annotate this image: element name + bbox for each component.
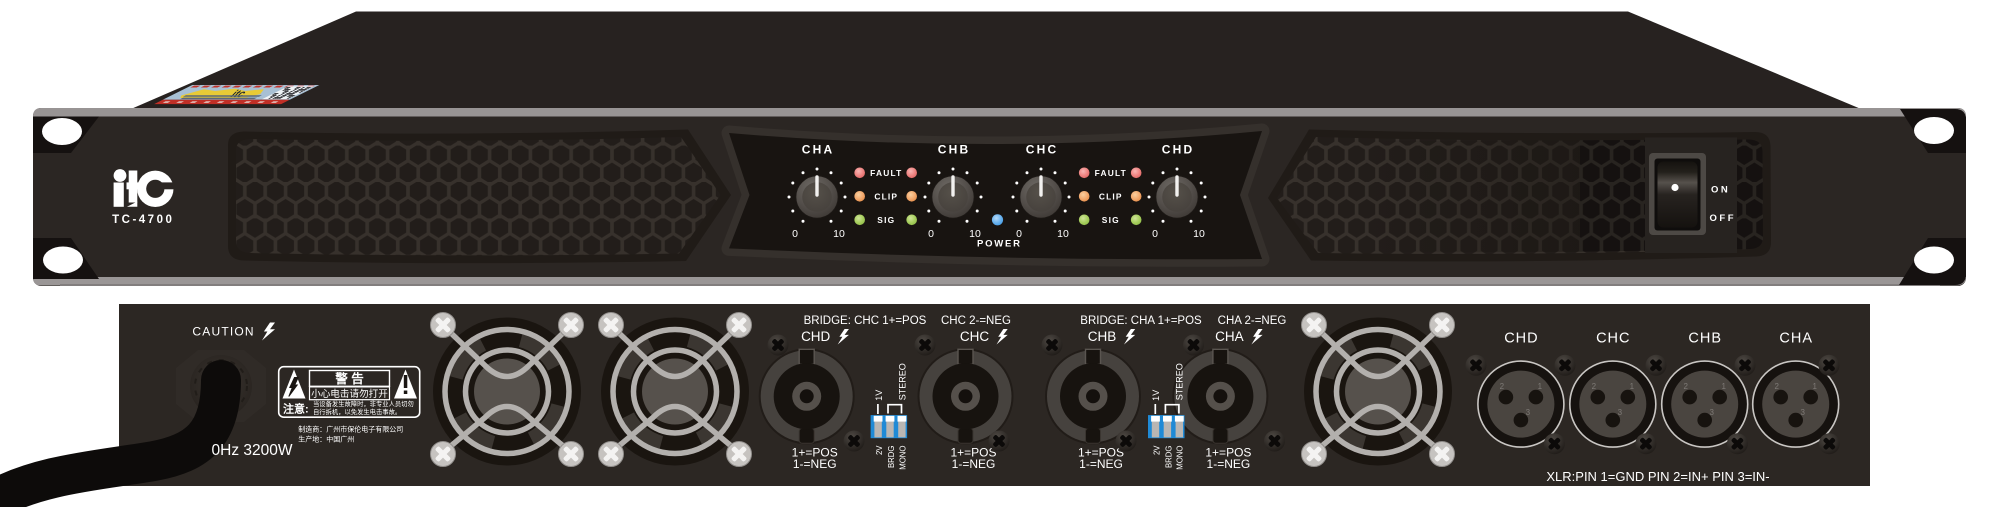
svg-text:CHD: CHD xyxy=(801,329,830,344)
svg-text:1: 1 xyxy=(1721,382,1726,391)
svg-text:TC-4700: TC-4700 xyxy=(112,214,174,226)
svg-text:自行拆机，以免发生电击事故。: 自行拆机，以免发生电击事故。 xyxy=(313,407,401,416)
svg-text:1+=POS: 1+=POS xyxy=(792,446,838,460)
svg-text:CHA: CHA xyxy=(1215,329,1244,344)
svg-text:CHD: CHD xyxy=(1504,331,1538,347)
svg-text:2: 2 xyxy=(1683,382,1688,391)
svg-text:CHB: CHB xyxy=(938,143,971,157)
svg-text:MONO: MONO xyxy=(898,446,907,470)
svg-text:FAULT: FAULT xyxy=(870,168,902,178)
svg-text:FAULT: FAULT xyxy=(1095,168,1127,178)
svg-text:XLR:PIN 1=GND PIN 2=IN+ PIN 3=: XLR:PIN 1=GND PIN 2=IN+ PIN 3=IN- xyxy=(1546,469,1769,484)
svg-text:ON: ON xyxy=(1711,185,1730,196)
svg-text:1V: 1V xyxy=(1151,390,1161,401)
svg-text:1+=POS: 1+=POS xyxy=(1078,446,1124,460)
svg-text:CHA: CHA xyxy=(1779,331,1813,347)
svg-text:BRDG: BRDG xyxy=(1164,446,1173,469)
svg-text:MONO: MONO xyxy=(1176,446,1185,470)
svg-text:SIG: SIG xyxy=(1102,215,1120,225)
svg-text:CHB: CHB xyxy=(1688,331,1722,347)
svg-text:STEREO: STEREO xyxy=(897,363,907,400)
svg-text:CAUTION: CAUTION xyxy=(192,325,254,339)
svg-text:CHC: CHC xyxy=(1596,331,1630,347)
svg-text:1-=NEG: 1-=NEG xyxy=(1207,457,1251,471)
svg-text:CHA: CHA xyxy=(802,143,835,157)
svg-text:小心电击请勿打开: 小心电击请勿打开 xyxy=(311,388,388,400)
svg-text:1: 1 xyxy=(1812,382,1817,391)
svg-text:CHB: CHB xyxy=(1088,329,1117,344)
svg-text:CHD: CHD xyxy=(1162,143,1195,157)
svg-text:10: 10 xyxy=(833,228,845,240)
svg-text:当设备发生故障时，非专业人员切勿: 当设备发生故障时，非专业人员切勿 xyxy=(313,399,414,408)
svg-text:1+=POS: 1+=POS xyxy=(950,446,996,460)
svg-text:1-=NEG: 1-=NEG xyxy=(793,457,837,471)
svg-text:0: 0 xyxy=(792,228,798,240)
svg-text:BRIDGE: CHC 1+=POS: BRIDGE: CHC 1+=POS xyxy=(804,315,927,327)
svg-text:10: 10 xyxy=(1193,228,1205,240)
svg-text:CHC 2-=NEG: CHC 2-=NEG xyxy=(941,315,1011,327)
svg-text:SIG: SIG xyxy=(877,215,895,225)
svg-text:3: 3 xyxy=(1800,408,1805,417)
svg-text:0: 0 xyxy=(1152,228,1158,240)
svg-text:CHC: CHC xyxy=(960,329,989,344)
svg-text:1-=NEG: 1-=NEG xyxy=(1079,457,1123,471)
svg-text:1V: 1V xyxy=(874,390,884,401)
svg-text:CHC: CHC xyxy=(1026,143,1059,157)
svg-text:2V: 2V xyxy=(1152,445,1161,455)
svg-text:0Hz 3200W: 0Hz 3200W xyxy=(212,442,293,459)
svg-text:itc: itc xyxy=(227,88,250,99)
svg-text:2: 2 xyxy=(1774,382,1779,391)
svg-text:1: 1 xyxy=(1538,382,1543,391)
svg-text:STEREO: STEREO xyxy=(1175,363,1185,400)
svg-text:2: 2 xyxy=(1592,382,1597,391)
svg-text:10: 10 xyxy=(969,228,981,240)
svg-text:10: 10 xyxy=(1057,228,1069,240)
svg-text:制造商：广州市保伦电子有限公司: 制造商：广州市保伦电子有限公司 xyxy=(298,425,403,434)
svg-text:BRDG: BRDG xyxy=(887,446,896,469)
svg-text:1-=NEG: 1-=NEG xyxy=(952,457,996,471)
svg-text:2V: 2V xyxy=(875,445,884,455)
svg-text:CHA 2-=NEG: CHA 2-=NEG xyxy=(1218,315,1287,327)
svg-text:0: 0 xyxy=(1016,228,1022,240)
svg-text:警 告: 警 告 xyxy=(334,371,364,386)
svg-text:3: 3 xyxy=(1526,408,1531,417)
svg-text:2: 2 xyxy=(1500,382,1505,391)
svg-text:注意:: 注意: xyxy=(283,402,309,416)
svg-text:BRIDGE: CHA 1+=POS: BRIDGE: CHA 1+=POS xyxy=(1080,315,1202,327)
svg-text:3: 3 xyxy=(1618,408,1623,417)
svg-text:1: 1 xyxy=(1630,382,1635,391)
svg-text:OFF: OFF xyxy=(1710,213,1737,224)
svg-text:CLIP: CLIP xyxy=(1099,192,1123,202)
svg-text:POWER: POWER xyxy=(977,239,1022,250)
svg-text:生产地：中国广州: 生产地：中国广州 xyxy=(298,435,354,444)
svg-text:CLIP: CLIP xyxy=(874,192,898,202)
svg-text:3: 3 xyxy=(1709,408,1714,417)
svg-text:1+=POS: 1+=POS xyxy=(1205,446,1251,460)
svg-text:0: 0 xyxy=(928,228,934,240)
